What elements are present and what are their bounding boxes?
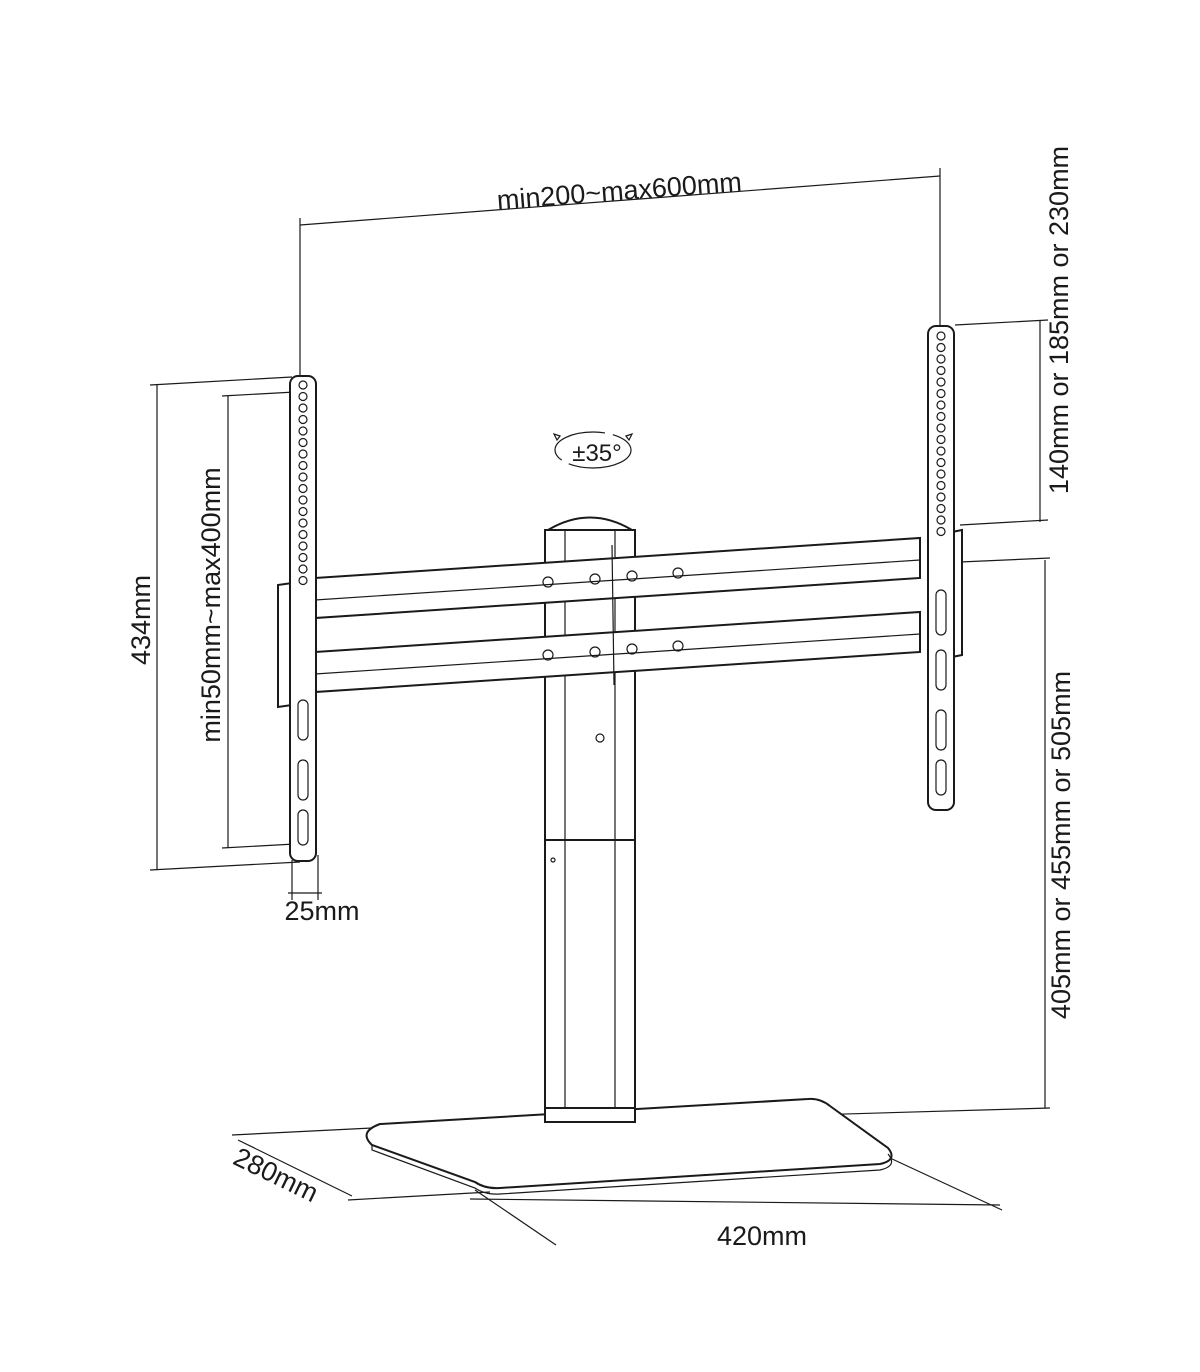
mounting-hole	[936, 492, 946, 502]
mounting-hole	[936, 423, 946, 433]
mounting-hole	[298, 437, 308, 448]
mounting-hole	[298, 380, 308, 390]
base-width-label: 420mm	[717, 1221, 807, 1251]
mounting-hole	[936, 365, 946, 376]
base-width-dimension: 420mm	[469, 1157, 1003, 1251]
mounting-hole	[298, 506, 308, 517]
vertical-range-dimension: min50mm~max400mm	[196, 391, 296, 849]
mounting-hole	[298, 472, 308, 482]
mounting-hole	[298, 483, 308, 494]
mounting-hole	[298, 449, 308, 459]
stand-column	[544, 516, 636, 1121]
mounting-hole	[936, 526, 946, 537]
bracket-height-dimension: 434mm	[126, 376, 301, 871]
mounting-hole	[298, 426, 308, 436]
base-depth-label: 280mm	[229, 1142, 323, 1208]
mounting-hole	[936, 411, 946, 422]
mounting-hole	[298, 460, 308, 471]
mounting-hole	[298, 391, 308, 402]
vertical-range-label: min50mm~max400mm	[196, 467, 226, 742]
top-offset-dimension: 140mm or 185mm or 230mm	[954, 146, 1074, 526]
mounting-hole	[936, 388, 946, 399]
mounting-hole	[936, 480, 946, 491]
width-range-label: min200~max600mm	[496, 167, 743, 216]
mounting-hole	[936, 331, 946, 341]
mounting-hole	[936, 503, 946, 514]
mounting-hole	[936, 400, 946, 410]
mounting-hole	[936, 342, 946, 353]
mounting-hole	[936, 446, 946, 456]
mounting-hole	[936, 457, 946, 468]
mounting-hole	[298, 541, 308, 551]
width-dimension: min200~max600mm	[299, 167, 941, 375]
bracket-height-label: 434mm	[126, 575, 156, 665]
mounting-hole	[298, 518, 308, 528]
left-vesa-bracket	[277, 375, 317, 862]
bracket-depth-dimension: 25mm	[284, 855, 360, 926]
bracket-depth-label: 25mm	[284, 896, 359, 926]
mounting-hole	[298, 495, 308, 505]
mounting-hole	[936, 354, 946, 364]
mounting-hole	[936, 469, 946, 479]
mounting-hole	[298, 564, 308, 574]
swivel-indicator: ±35°	[552, 431, 634, 469]
mounting-hole	[298, 529, 308, 540]
mounting-hole	[298, 575, 308, 586]
swivel-label: ±35°	[572, 440, 621, 467]
top-offset-label: 140mm or 185mm or 230mm	[1044, 146, 1074, 494]
mounting-hole	[298, 403, 308, 413]
stand-base	[365, 1097, 893, 1195]
mounting-hole	[936, 434, 946, 445]
right-vesa-bracket	[927, 325, 963, 811]
height-options-label: 405mm or 455mm or 505mm	[1046, 671, 1076, 1019]
mounting-hole	[298, 552, 308, 563]
mounting-hole	[298, 414, 308, 425]
mounting-hole	[936, 515, 946, 525]
mounting-hole	[936, 377, 946, 387]
